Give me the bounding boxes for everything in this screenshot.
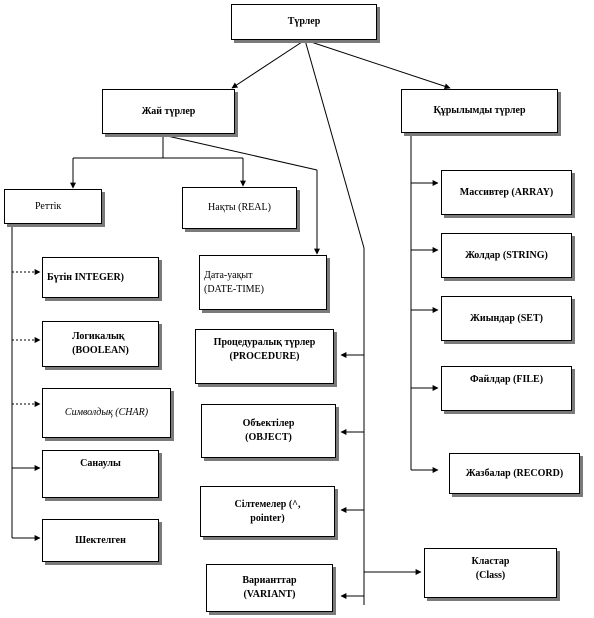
record-node: Жазбалар (RECORD) <box>449 453 580 494</box>
record-label: Жазбалар (RECORD) <box>465 467 564 479</box>
integer-label: Бүтін INTEGER) <box>47 271 125 283</box>
string-node: Жолдар (STRING) <box>441 233 572 278</box>
boolean-node: Логикалық (BOOLEAN) <box>42 321 159 367</box>
variants-node: Варианттар (VARIANT) <box>206 564 333 612</box>
file-node: Файлдар (FILE) <box>441 366 572 411</box>
procedural-line1: Процедуралық түрлер <box>213 337 316 348</box>
objects-line2: (OBJECT) <box>245 432 292 443</box>
simple-types-node: Жай түрлер <box>102 89 235 134</box>
ordinal-label: Реттік <box>35 200 62 212</box>
char-node: Символдық (CHAR) <box>42 388 171 438</box>
array-label: Массивтер (ARRAY) <box>459 186 554 198</box>
real-label: Нақты (REAL) <box>208 202 271 213</box>
enumerated-label: Санаулы <box>80 458 121 469</box>
classes-line1: Кластар <box>471 556 510 567</box>
string-label: Жолдар (STRING) <box>465 249 548 261</box>
boolean-line1: Логикалық <box>72 331 125 342</box>
pointers-line1: Сілтемелер (^, <box>234 498 301 510</box>
set-node: Жиындар (SET) <box>441 296 572 341</box>
real-node: Нақты (REAL) <box>182 187 297 229</box>
set-label: Жиындар (SET) <box>470 312 543 324</box>
integer-node: Бүтін INTEGER) <box>42 257 159 298</box>
boolean-line2: (BOOLEAN) <box>72 345 129 356</box>
ordinal-node: Реттік <box>4 189 102 224</box>
structured-types-label: Құрылымды түрлер <box>433 105 526 116</box>
classes-line2: (Class) <box>475 570 506 581</box>
array-node: Массивтер (ARRAY) <box>441 170 572 215</box>
subrange-node: Шектелген <box>42 519 159 562</box>
simple-types-label: Жай түрлер <box>141 105 196 117</box>
datetime-line1: Дата-уақыт <box>204 269 253 281</box>
procedural-node: Процедуралық түрлер (PROCEDURE) <box>195 329 334 384</box>
datetime-node: Дата-уақыт (DATE-TIME) <box>199 255 327 310</box>
root-node: Түрлер <box>231 4 377 40</box>
subrange-label: Шектелген <box>75 534 126 546</box>
structured-types-node: Құрылымды түрлер <box>401 89 558 133</box>
pointers-node: Сілтемелер (^, pointer) <box>200 486 335 537</box>
objects-node: Объектілер (OBJECT) <box>201 404 336 458</box>
root-label: Түрлер <box>287 16 321 27</box>
objects-line1: Объектілер <box>242 418 295 429</box>
char-label: Символдық (CHAR) <box>64 407 149 418</box>
variants-line2: (VARIANT) <box>243 589 296 600</box>
classes-node: Кластар (Class) <box>424 548 557 598</box>
pointers-line2: pointer) <box>250 512 285 524</box>
datetime-line2: (DATE-TIME) <box>204 283 264 295</box>
file-label: Файлдар (FILE) <box>469 374 544 385</box>
variants-line1: Варианттар <box>242 575 297 586</box>
enumerated-node: Санаулы <box>42 450 159 498</box>
procedural-line2: (PROCEDURE) <box>229 351 300 362</box>
